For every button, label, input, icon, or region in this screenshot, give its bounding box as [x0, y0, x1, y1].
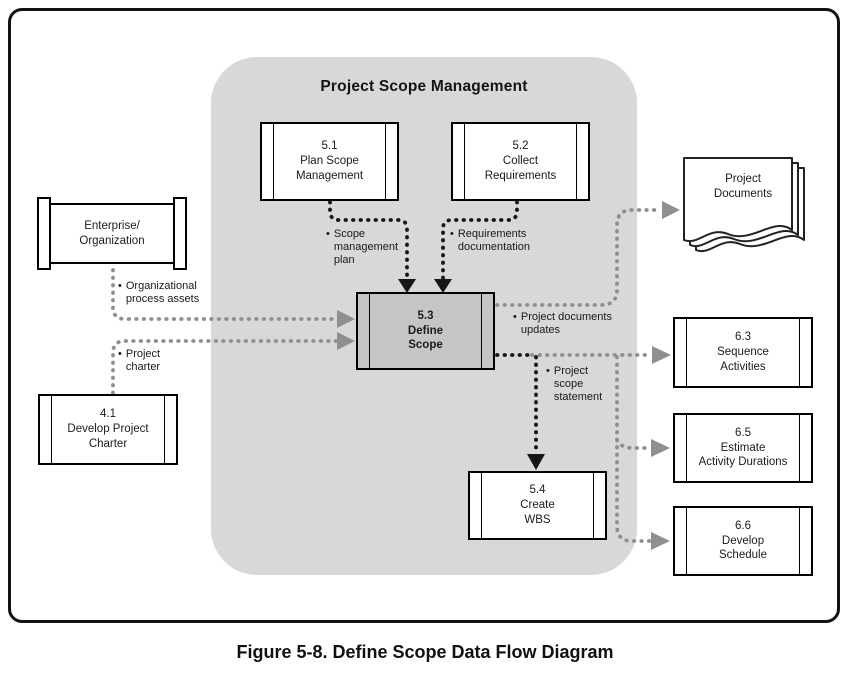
process-box-5-3-define-scope: 5.3 Define Scope	[356, 292, 495, 370]
process-box-6-3: 6.3 Sequence Activities	[673, 317, 813, 388]
box-side-bar	[262, 124, 274, 199]
label-project-scope-statement: • Project scope statement	[546, 365, 603, 404]
box-side-bar	[593, 473, 605, 538]
process-box-text: 5.2 Collect Requirements	[484, 140, 557, 182]
box-side-bar	[675, 508, 687, 574]
process-box-text: 6.5 Estimate Activity Durations	[698, 426, 788, 469]
box-side-bar	[481, 294, 493, 368]
bullet-icon: •	[513, 311, 517, 323]
label-project-charter: • Project charter	[118, 348, 161, 374]
process-box-5-1: 5.1 Plan Scope Management	[260, 122, 399, 201]
entity-text: Enterprise/ Organization	[45, 203, 179, 264]
process-box-6-6: 6.6 Develop Schedule	[673, 506, 813, 576]
box-side-bar	[675, 319, 687, 386]
label-project-documents-updates: • Project documents updates	[513, 311, 612, 337]
bullet-icon: •	[546, 365, 550, 377]
label-scope-management-plan: • Scope management plan	[326, 228, 399, 267]
entity-bar-icon	[37, 197, 51, 270]
bullet-icon: •	[326, 228, 330, 240]
process-box-text: 6.3 Sequence Activities	[717, 331, 769, 373]
panel-title: Project Scope Management	[320, 78, 528, 95]
process-box-text: 5.1 Plan Scope Management	[295, 140, 364, 182]
process-box-text: 6.6 Develop Schedule	[719, 519, 767, 562]
box-side-bar	[799, 415, 811, 481]
box-side-bar	[799, 319, 811, 386]
figure-caption: Figure 5-8. Define Scope Data Flow Diagr…	[236, 642, 614, 662]
process-box-4-1: 4.1 Develop Project Charter	[38, 394, 178, 465]
box-side-bar	[675, 415, 687, 481]
process-box-6-5: 6.5 Estimate Activity Durations	[673, 413, 813, 483]
process-box-text: 5.3 Define Scope	[407, 309, 444, 352]
box-side-bar	[164, 396, 176, 463]
box-side-bar	[40, 396, 52, 463]
process-box-text: 5.4 Create WBS	[520, 484, 555, 526]
box-side-bar	[470, 473, 482, 538]
box-side-bar	[453, 124, 465, 199]
box-side-bar	[358, 294, 370, 368]
bullet-icon: •	[450, 228, 454, 240]
project-documents-label: Project Documents	[713, 173, 773, 200]
box-side-bar	[385, 124, 397, 199]
bullet-icon: •	[118, 348, 122, 360]
process-box-text: 4.1 Develop Project Charter	[67, 408, 149, 450]
label-organizational-process-assets: • Organizational process assets	[118, 280, 200, 306]
box-side-bar	[799, 508, 811, 574]
label-requirements-documentation: • Requirements documentation	[450, 228, 531, 254]
entity-enterprise-organization: Enterprise/ Organization	[37, 197, 187, 270]
process-box-5-2: 5.2 Collect Requirements	[451, 122, 590, 201]
entity-bar-icon	[173, 197, 187, 270]
bullet-icon: •	[118, 280, 122, 292]
box-side-bar	[576, 124, 588, 199]
process-box-5-4: 5.4 Create WBS	[468, 471, 607, 540]
